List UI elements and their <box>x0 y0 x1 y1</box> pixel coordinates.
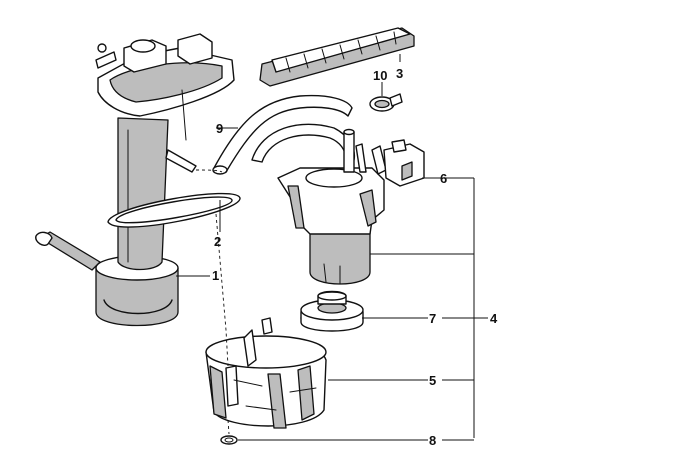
callout-10: 10 <box>373 68 387 83</box>
callout-1: 1 <box>212 268 219 283</box>
callout-9: 9 <box>216 121 223 136</box>
part-8-o-ring <box>220 435 238 445</box>
part-10-hose-clamp <box>369 93 403 112</box>
callout-7: 7 <box>429 311 436 326</box>
part-6-fuel-pump <box>277 128 425 285</box>
part-2-sealing-ring <box>107 192 241 228</box>
part-7-strainer <box>300 290 364 332</box>
part-1-sending-unit <box>35 33 235 327</box>
leader-lines <box>176 54 488 441</box>
part-3-cover <box>259 27 415 87</box>
callout-6: 6 <box>440 171 447 186</box>
callout-4: 4 <box>490 311 498 326</box>
part-5-swirl-pot <box>205 317 327 429</box>
callout-5: 5 <box>429 373 436 388</box>
callout-2: 2 <box>214 234 221 249</box>
callout-8: 8 <box>429 433 436 448</box>
part-9-fuel-hose <box>212 94 356 175</box>
callout-3: 3 <box>396 66 403 81</box>
